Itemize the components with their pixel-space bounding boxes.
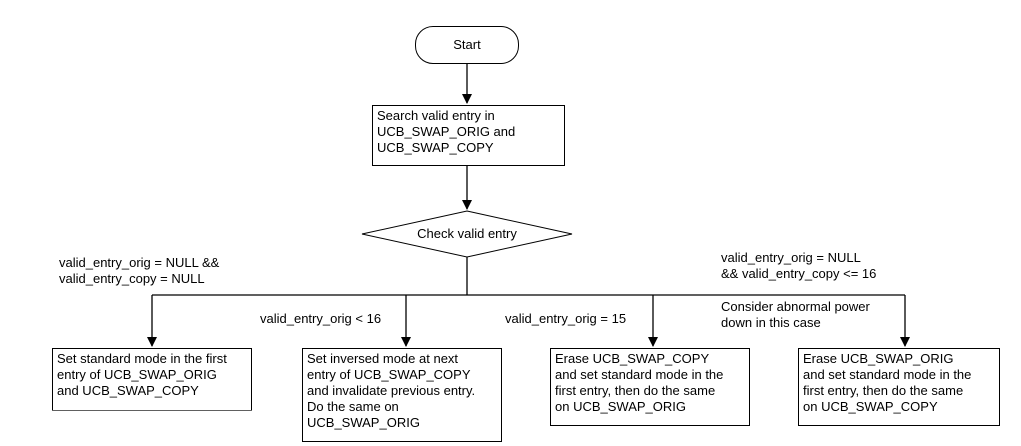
action-inversed-next: Set inversed mode at next entry of UCB_S… [302,348,502,442]
condition-orig-null-copy-le-16: valid_entry_orig = NULL && valid_entry_c… [721,250,877,281]
abnormal-power-note: Consider abnormal power down in this cas… [721,299,870,330]
start-terminal: Start [415,26,519,64]
action-erase-copy: Erase UCB_SWAP_COPY and set standard mod… [550,348,750,426]
search-process-box: Search valid entry in UCB_SWAP_ORIG and … [372,105,565,166]
decision-label: Check valid entry [417,226,517,241]
condition-both-null: valid_entry_orig = NULL && valid_entry_c… [59,255,220,286]
condition-orig-eq-15: valid_entry_orig = 15 [505,311,627,326]
condition-orig-lt-16: valid_entry_orig < 16 [260,311,382,326]
action-standard-first: Set standard mode in the first entry of … [52,348,252,410]
action-erase-orig: Erase UCB_SWAP_ORIG and set standard mod… [798,348,1000,426]
